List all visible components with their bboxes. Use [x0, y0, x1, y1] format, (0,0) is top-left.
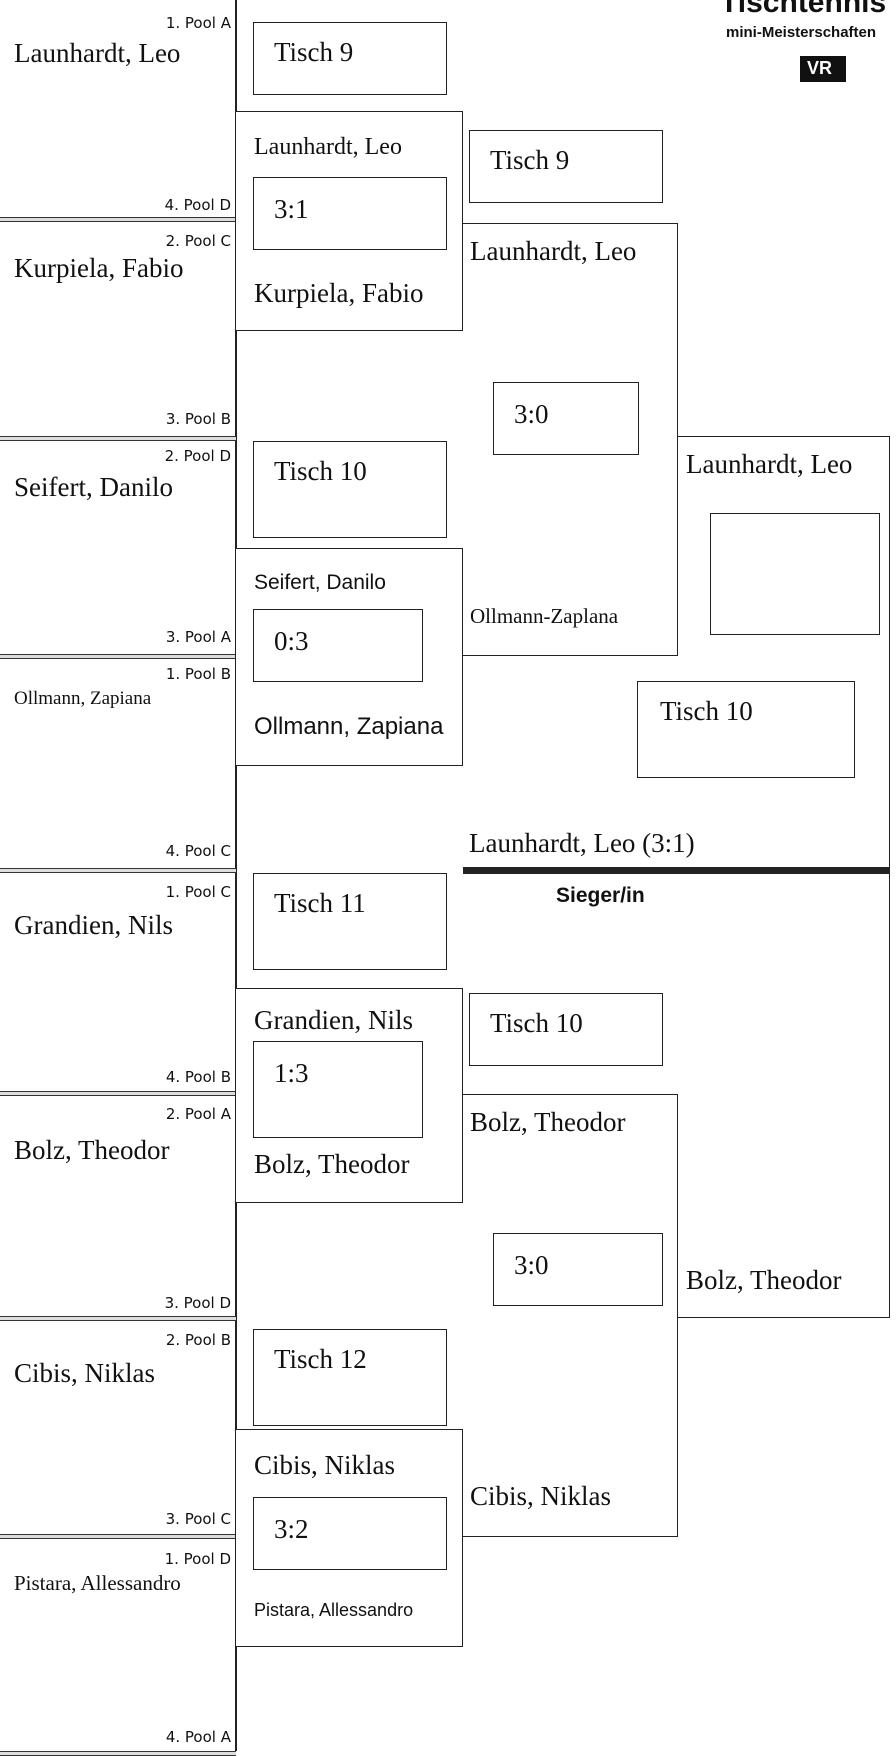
player-name: Seifert, Danilo [14, 472, 173, 502]
seed-label: 2. Pool D [164, 447, 231, 465]
match-score: 3:2 [274, 1514, 309, 1544]
score-box: 0:3 [253, 609, 423, 682]
seed-label: 1. Pool B [165, 665, 231, 683]
score-box: 1:3 [253, 1041, 423, 1138]
seed-label: 2. Pool C [165, 232, 231, 250]
entry-vertical-line [235, 0, 237, 1751]
seed-label: 3. Pool A [165, 628, 231, 646]
player-separator [0, 436, 236, 441]
table-label: Tisch 10 [660, 696, 753, 726]
match-player-b: Bolz, Theodor [254, 1149, 410, 1179]
player-name: Cibis, Niklas [14, 1358, 156, 1388]
player-separator [0, 1751, 236, 1756]
match-player-a: Launhardt, Leo [254, 134, 402, 160]
player-name: Launhardt, Leo [14, 38, 181, 68]
match-player-b: Ollmann, Zapiana [254, 713, 444, 740]
seed-label: 2. Pool A [165, 1105, 231, 1123]
final-score-box [710, 513, 880, 635]
table-label: Tisch 11 [274, 888, 366, 918]
match-score: 3:0 [514, 399, 549, 429]
table-box: Tisch 9 [253, 22, 447, 95]
seed-label: 3. Pool B [165, 410, 231, 428]
match-player-b: Pistara, Allessandro [254, 1600, 414, 1620]
winner-line [463, 867, 890, 874]
seed-label: 3. Pool D [164, 1294, 231, 1312]
semifinal-player-a: Bolz, Theodor [470, 1107, 626, 1137]
table-label: Tisch 9 [490, 145, 570, 175]
seed-label: 3. Pool C [165, 1510, 231, 1528]
player-name: Bolz, Theodor [14, 1135, 170, 1165]
match-score: 3:0 [514, 1250, 549, 1280]
winner-name: Launhardt, Leo (3:1) [469, 828, 695, 858]
semifinal-player-b: Cibis, Niklas [470, 1481, 612, 1511]
player-name: Grandien, Nils [14, 910, 173, 940]
match-score: 3:1 [274, 194, 309, 224]
score-box: 3:0 [493, 1233, 663, 1306]
table-label: Tisch 12 [274, 1344, 367, 1374]
winner-label: Sieger/in [556, 884, 645, 907]
table-box: Tisch 10 [469, 993, 663, 1066]
semifinal-player-b: Ollmann-Zaplana [470, 604, 619, 628]
match-player-b: Kurpiela, Fabio [254, 278, 424, 308]
table-box: Tisch 11 [253, 873, 447, 970]
table-box: Tisch 9 [469, 130, 663, 203]
semifinal-box: Bolz, Theodor Cibis, Niklas [463, 1094, 678, 1537]
player-separator [0, 1091, 236, 1096]
player-separator [0, 868, 236, 873]
player-separator [0, 1316, 236, 1321]
table-label: Tisch 9 [274, 37, 354, 67]
logo-title: Tischtennis [720, 0, 887, 19]
seed-label: 4. Pool A [165, 1728, 231, 1746]
score-box: 3:0 [493, 382, 639, 455]
logo-subtitle: mini-Meisterschaften [726, 24, 877, 41]
player-separator [0, 217, 236, 222]
seed-label: 4. Pool B [165, 1068, 231, 1086]
final-player-b: Bolz, Theodor [686, 1265, 842, 1295]
seed-label: 1. Pool A [165, 14, 231, 32]
match-score: 1:3 [274, 1058, 309, 1088]
player-separator [0, 654, 236, 659]
table-box: Tisch 10 [253, 441, 447, 538]
table-box: Tisch 10 [637, 681, 855, 778]
score-box: 3:1 [253, 177, 447, 250]
match-player-a: Grandien, Nils [254, 1005, 413, 1035]
player-name: Pistara, Allessandro [14, 1571, 181, 1595]
table-box: Tisch 12 [253, 1329, 447, 1426]
player-name: Kurpiela, Fabio [14, 253, 184, 283]
match-score: 0:3 [274, 626, 309, 656]
score-box: 3:2 [253, 1497, 447, 1570]
semifinal-player-a: Launhardt, Leo [470, 236, 637, 266]
match-player-a: Seifert, Danilo [254, 571, 386, 594]
table-label: Tisch 10 [274, 456, 367, 486]
player-name: Ollmann, Zapiana [14, 688, 152, 709]
final-player-a: Launhardt, Leo [686, 449, 853, 479]
seed-label: 4. Pool D [164, 196, 231, 214]
seed-label: 1. Pool C [165, 883, 231, 901]
match-player-a: Cibis, Niklas [254, 1450, 396, 1480]
vr-bank-logo: VR [800, 56, 846, 82]
seed-label: 4. Pool C [165, 842, 231, 860]
seed-label: 1. Pool D [164, 1550, 231, 1568]
table-label: Tisch 10 [490, 1008, 583, 1038]
player-separator [0, 1534, 236, 1539]
seed-label: 2. Pool B [165, 1331, 231, 1349]
